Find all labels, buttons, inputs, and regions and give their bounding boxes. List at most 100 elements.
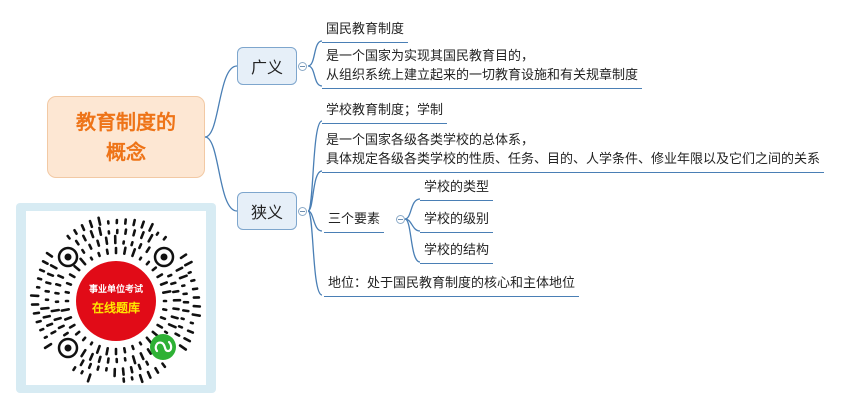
code-dash: [140, 220, 145, 229]
code-dash: [39, 327, 45, 332]
code-dash: [123, 246, 127, 256]
code-dash: [89, 229, 95, 239]
narrow-title[interactable]: 学校教育制度；学制: [322, 101, 448, 124]
narrow-status[interactable]: 地位：处于国民教育制度的核心和主体地位: [324, 274, 580, 297]
broad-title[interactable]: 国民教育制度: [322, 20, 409, 43]
code-dash: [74, 239, 80, 246]
code-dash: [64, 290, 71, 294]
code-dash: [155, 231, 160, 236]
code-dash: [172, 307, 180, 311]
code-dash: [140, 230, 145, 240]
code-dash: [131, 247, 137, 258]
code-dash: [172, 289, 180, 294]
code-dash: [35, 319, 42, 324]
code-dash: [159, 281, 168, 286]
connector-root-broad: [204, 65, 238, 138]
elements-node-label: 三个要素: [328, 212, 381, 227]
code-dash: [88, 219, 94, 229]
collapse-toggle-icon[interactable]: [298, 62, 307, 71]
root-topic[interactable]: 教育制度的 概念: [47, 96, 205, 178]
code-dash: [191, 313, 201, 317]
code-dash: [162, 308, 168, 312]
root-topic-line1: 教育制度的: [76, 110, 176, 134]
center-badge: [76, 261, 156, 341]
code-dash: [43, 342, 53, 350]
code-dash: [79, 359, 85, 367]
narrow-definition-line1: 是一个国家各级各类学校的总体系，: [326, 133, 535, 148]
root-topic-line2: 概念: [106, 140, 146, 164]
code-dash: [145, 336, 153, 345]
code-dash: [178, 274, 188, 280]
code-dash: [156, 323, 164, 329]
connector-element-3: [404, 218, 421, 263]
badge-line2: 在线题库: [92, 300, 140, 315]
code-dash: [45, 251, 54, 258]
code-dash: [177, 325, 184, 329]
code-dash: [106, 357, 110, 364]
code-dash: [132, 218, 136, 227]
code-dash: [42, 314, 52, 319]
code-dash: [98, 226, 103, 237]
code-dash: [123, 347, 127, 354]
code-dash: [97, 216, 102, 226]
code-dash: [121, 367, 125, 376]
code-dash: [179, 253, 188, 260]
code-dash: [95, 344, 101, 354]
element-item-structure[interactable]: 学校的结构: [420, 241, 494, 264]
finder-pattern-top-left: [57, 246, 79, 268]
code-dash: [86, 373, 92, 383]
code-dash: [97, 355, 102, 363]
code-dash: [146, 348, 152, 355]
branch-broad-label: 广义: [250, 58, 283, 77]
code-dash: [104, 236, 109, 246]
code-dash: [32, 311, 41, 315]
code-dash: [57, 274, 65, 279]
code-dash: [105, 248, 109, 256]
connector-broad-def: [307, 65, 323, 87]
code-dash: [167, 323, 177, 329]
code-dash: [180, 317, 185, 321]
code-dash: [138, 256, 143, 261]
code-dash: [187, 270, 192, 275]
code-dash: [154, 367, 160, 374]
code-dash: [146, 370, 152, 379]
code-dash: [162, 235, 167, 241]
code-dash: [186, 329, 195, 334]
broad-definition[interactable]: 是一个国家为实现其国民教育目的， 从组织系统上建立起来的一切教育设施和有关规章制…: [322, 46, 643, 89]
code-dash: [73, 228, 78, 236]
connector-narrow-status: [307, 210, 323, 296]
code-dash: [72, 366, 77, 372]
code-dash: [175, 266, 184, 272]
branch-broad[interactable]: 广义: [237, 47, 297, 85]
code-dash: [161, 362, 167, 369]
code-dash: [66, 234, 71, 240]
code-dash: [182, 309, 190, 313]
element-item-level[interactable]: 学校的级别: [420, 210, 494, 233]
narrow-status-text: 地位：处于国民教育制度的核心和主体地位: [328, 276, 576, 291]
elements-node[interactable]: 三个要素: [324, 210, 385, 233]
code-dash: [63, 316, 73, 321]
code-dash: [46, 272, 55, 277]
code-dash: [190, 278, 196, 283]
code-dash: [184, 260, 193, 267]
code-dash: [89, 256, 94, 261]
narrow-definition[interactable]: 是一个国家各级各类学校的总体系， 具体规定各级各类学校的性质、任务、目的、人学条…: [322, 130, 825, 173]
branch-narrow[interactable]: 狭义: [237, 192, 297, 230]
element-item-type[interactable]: 学校的类型: [420, 178, 494, 201]
qr-code-panel[interactable]: 事业单位考试 在线题库: [16, 203, 216, 393]
code-dash: [88, 243, 93, 250]
code-dash: [36, 277, 43, 281]
code-dash: [191, 287, 199, 291]
connector-narrow-title: [307, 120, 323, 212]
code-dash: [79, 257, 87, 266]
code-dash: [131, 355, 137, 365]
collapse-toggle-icon[interactable]: [396, 215, 405, 224]
code-dash: [170, 315, 179, 320]
code-dash: [74, 330, 81, 336]
code-dash: [73, 264, 81, 272]
collapse-toggle-icon[interactable]: [298, 207, 307, 216]
badge-line1: 事业单位考试: [89, 283, 143, 295]
code-dash: [62, 331, 69, 337]
code-dash: [97, 251, 101, 258]
